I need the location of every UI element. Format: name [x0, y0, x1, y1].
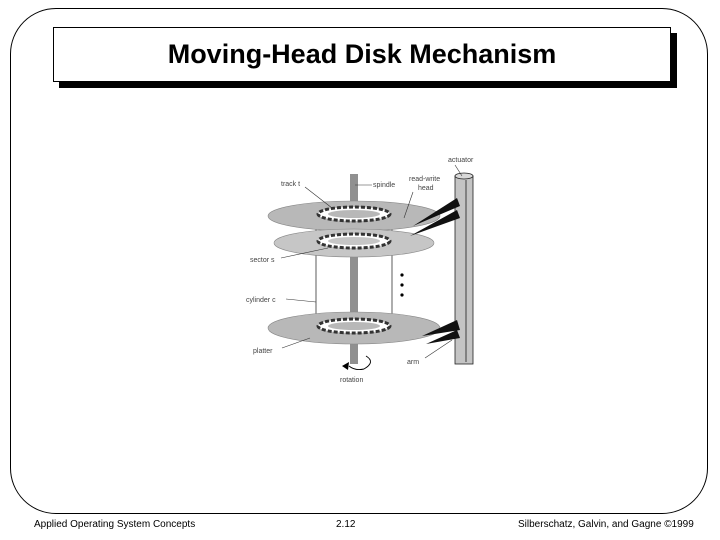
- ellipsis-dot: [400, 293, 404, 297]
- footer-right: Silberschatz, Galvin, and Gagne ©1999: [518, 519, 694, 530]
- platter-middle: [273, 228, 435, 258]
- platter-top: [267, 200, 441, 232]
- label-actuator: actuator: [448, 157, 474, 164]
- ellipsis-dot: [400, 283, 404, 287]
- arm-top: [413, 198, 460, 226]
- spindle: [350, 174, 358, 364]
- label-track: track t: [281, 181, 300, 188]
- label-read-write-2: head: [418, 185, 434, 192]
- footer-left: Applied Operating System Concepts: [34, 519, 196, 530]
- ellipsis-dot: [400, 273, 404, 277]
- actuator: [454, 172, 474, 365]
- label-read-write-1: read-write: [409, 176, 440, 183]
- arm-bottom-2: [426, 330, 460, 344]
- disk-diagram: actuator track t spindle read-write head…: [246, 157, 474, 384]
- label-cylinder: cylinder c: [246, 297, 276, 304]
- arm-bottom: [422, 320, 460, 336]
- slide-frame: [10, 8, 708, 514]
- label-spindle: spindle: [373, 182, 395, 189]
- label-platter: platter: [253, 348, 273, 355]
- slide-title: Moving-Head Disk Mechanism: [167, 39, 557, 69]
- label-sector: sector s: [250, 257, 275, 264]
- title-box: Moving-Head Disk Mechanism: [53, 27, 671, 82]
- arm-top-2: [410, 210, 460, 236]
- leader-lines: [280, 164, 463, 359]
- rotation-arrow: [342, 355, 371, 371]
- footer-page-number: 2.12: [336, 519, 356, 530]
- platter-bottom: [267, 311, 441, 345]
- label-arm: arm: [407, 359, 419, 366]
- label-rotation: rotation: [340, 377, 363, 384]
